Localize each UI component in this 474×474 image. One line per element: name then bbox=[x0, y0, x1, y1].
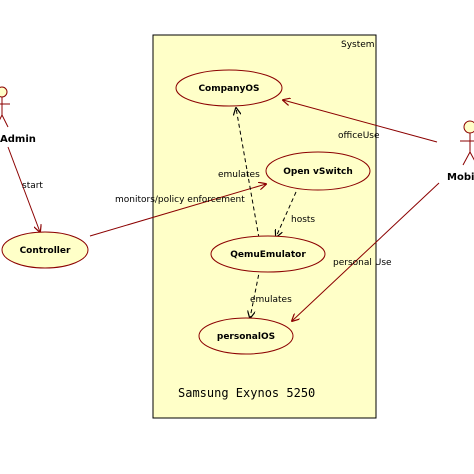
usecase-qemu-emulator[interactable]: QemuEmulator bbox=[210, 235, 326, 273]
label-start: start bbox=[22, 181, 43, 191]
label-emulates-company: emulates bbox=[218, 170, 260, 180]
usecase-personal-os[interactable]: personalOS bbox=[198, 317, 294, 355]
system-title: System bbox=[341, 40, 375, 50]
relation-monitors: monitors/policy enforcement bbox=[89, 184, 266, 237]
usecase-open-vswitch[interactable]: Open vSwitch bbox=[265, 151, 371, 191]
usecase-open-vswitch-label: Open vSwitch bbox=[283, 167, 353, 177]
relation-start: start bbox=[7, 146, 43, 232]
relation-personal-use: personal Use bbox=[292, 182, 440, 321]
usecase-controller[interactable]: Controller bbox=[1, 231, 89, 269]
mobile-actor-icon[interactable] bbox=[460, 120, 474, 166]
label-monitors: monitors/policy enforcement bbox=[115, 195, 245, 205]
relation-emulates-company: emulates bbox=[218, 108, 260, 239]
label-emulates-personal: emulates bbox=[250, 295, 292, 305]
usecase-company-os[interactable]: CompanyOS bbox=[175, 69, 283, 107]
usecase-personal-os-label: personalOS bbox=[217, 332, 275, 342]
system-note: Samsung Exynos 5250 bbox=[178, 386, 315, 400]
admin-label: Admin bbox=[0, 134, 36, 145]
relation-hosts: hosts bbox=[276, 191, 315, 237]
usecase-company-os-label: CompanyOS bbox=[198, 84, 259, 94]
label-office-use: officeUse bbox=[338, 131, 380, 141]
mobile-label: Mobil bbox=[447, 172, 474, 183]
usecase-qemu-emulator-label: QemuEmulator bbox=[230, 250, 306, 260]
relation-emulates-personal: emulates bbox=[250, 267, 292, 318]
relation-office-use: officeUse bbox=[283, 100, 438, 143]
admin-actor-icon[interactable] bbox=[0, 86, 10, 128]
label-hosts: hosts bbox=[291, 215, 315, 225]
label-personal-use: personal Use bbox=[333, 258, 392, 268]
usecase-controller-label: Controller bbox=[20, 246, 71, 256]
